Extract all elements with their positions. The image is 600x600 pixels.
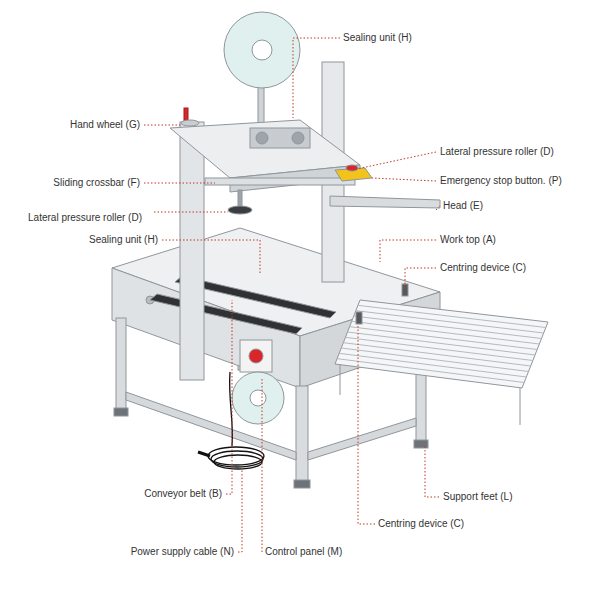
machine-part	[414, 440, 428, 448]
machine-part	[214, 455, 262, 469]
machine-part	[232, 372, 284, 424]
part-label: Work top (A)	[440, 234, 496, 246]
machine-part	[205, 178, 355, 185]
conveyor-roller	[350, 327, 538, 350]
machine-part	[262, 378, 263, 552]
part-label: Lateral pressure roller (D)	[20, 212, 150, 224]
machine-part	[380, 240, 436, 262]
machine-part	[402, 284, 408, 296]
machine-part	[356, 312, 362, 324]
part-label: Centring device (C)	[440, 262, 526, 274]
part-label: Sealing unit (H)	[343, 32, 412, 44]
part-label: Control panel (M)	[265, 546, 342, 558]
machine-part	[114, 408, 128, 416]
machine-part	[352, 152, 436, 170]
machine-part	[294, 480, 310, 488]
machine-part	[208, 447, 264, 465]
part-label: Lateral pressure roller (D)	[440, 146, 554, 158]
machine-part	[154, 212, 228, 213]
machine-part	[211, 451, 263, 467]
leader-lines	[144, 38, 440, 552]
machine-part	[249, 349, 263, 363]
machine-part	[346, 165, 358, 171]
machine-part	[162, 240, 260, 275]
conveyor-roller	[341, 348, 528, 372]
machine-part	[224, 12, 300, 88]
part-label: Head (E)	[443, 200, 483, 212]
machine-part	[358, 326, 375, 524]
part-label: Sliding crossbar (F)	[53, 177, 140, 189]
machine-part	[226, 300, 232, 494]
machine-part	[150, 294, 302, 334]
machine-part	[296, 386, 308, 482]
machine-part	[337, 305, 546, 382]
machine-part	[372, 178, 436, 181]
machine-part	[520, 388, 521, 425]
machine-part	[330, 196, 440, 208]
conveyor-roller	[339, 353, 526, 377]
machine-part	[293, 38, 340, 118]
machine-part	[144, 125, 182, 126]
part-label: Conveyor belt (B)	[144, 488, 222, 500]
part-label: Power supply cable (N)	[131, 546, 234, 558]
machine-part	[250, 128, 310, 148]
machine-part	[181, 120, 199, 126]
conveyor-roller	[343, 343, 530, 366]
machine-part	[292, 132, 304, 144]
machine-part	[144, 183, 215, 184]
machine-part	[335, 300, 548, 388]
part-label: Emergency stop button. (P)	[440, 175, 562, 187]
machine-part	[240, 340, 272, 372]
machine-part	[228, 206, 252, 214]
part-label: Centring device (C)	[378, 518, 464, 530]
conveyor-roller	[356, 311, 544, 333]
machine-part	[425, 446, 439, 497]
conveyor-roller	[337, 359, 524, 383]
machine-part	[180, 122, 204, 380]
machine-part	[256, 132, 268, 144]
power-cable	[198, 372, 264, 469]
machine-frame	[112, 12, 548, 488]
conveyor-roller	[358, 305, 546, 327]
machine-part	[238, 468, 242, 552]
part-label: Hand wheel (G)	[70, 119, 140, 131]
conveyor-roller	[354, 316, 542, 339]
machine-part	[340, 365, 341, 395]
machine-part	[238, 190, 242, 208]
machine-part	[405, 268, 436, 288]
machine-part	[250, 390, 266, 406]
machine-part	[116, 318, 126, 410]
machine-part	[308, 418, 416, 460]
part-label: Sealing unit (H)	[89, 234, 158, 246]
conveyor-roller	[352, 321, 540, 344]
conveyor-roller	[348, 332, 536, 355]
part-label: Support feet (L)	[443, 491, 512, 503]
machine-part	[198, 452, 210, 456]
conveyor-roller	[345, 337, 532, 360]
machine-part	[252, 40, 272, 60]
machine-part	[436, 206, 440, 210]
